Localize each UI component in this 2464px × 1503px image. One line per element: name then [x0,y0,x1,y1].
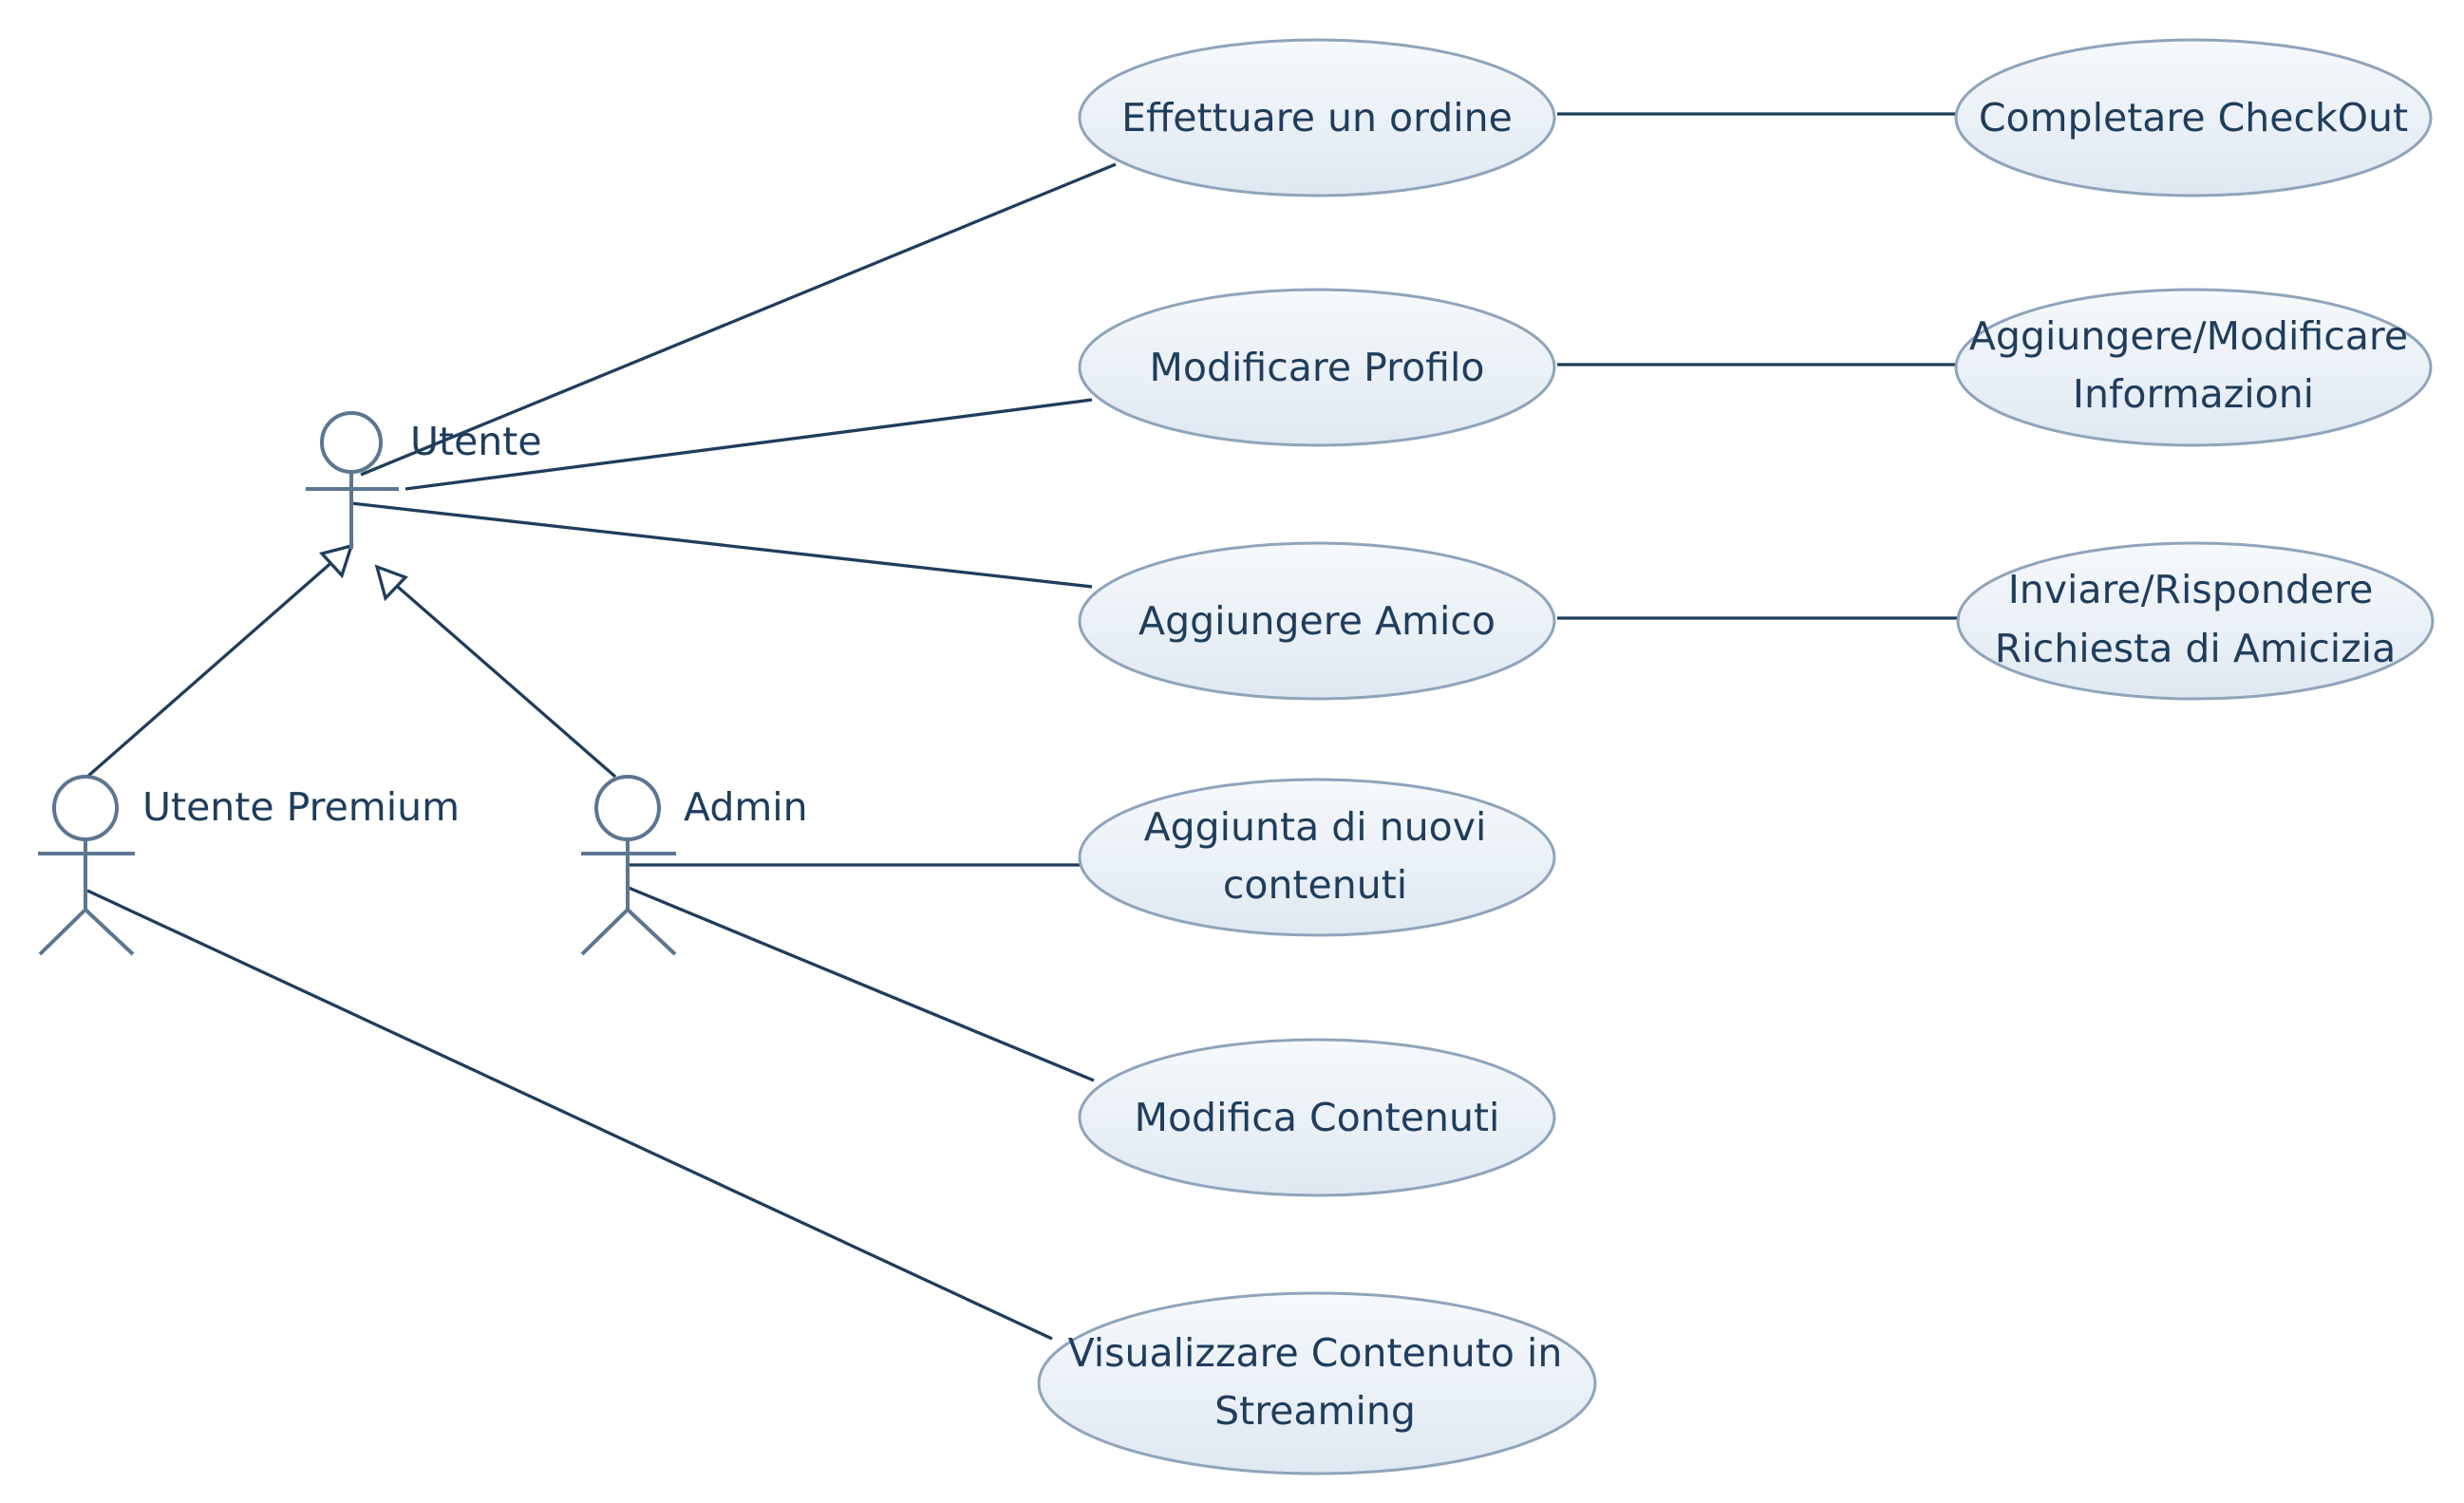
usecase-label: contenuti [1223,862,1407,908]
actor-label: Utente Premium [142,784,460,830]
usecase-label: Visualizzare Contenuto in [1068,1330,1563,1376]
usecase-aggiunta-contenuti[interactable]: Aggiunta di nuovi contenuti [1078,778,1556,937]
usecase-label: Aggiunta di nuovi [1144,804,1487,850]
associations [86,112,1959,1341]
association-admin-modifica [628,886,1095,1082]
usecase-aggiungere-amico[interactable]: Aggiungere Amico [1078,541,1556,701]
association-utente-ordine [360,162,1117,477]
generalizations [85,543,617,779]
actor-label: Utente [410,419,542,464]
actor-label: Admin [684,784,808,830]
usecase-label: Informazioni [2073,371,2314,417]
usecase-completare-checkout[interactable]: Completare CheckOut [1954,38,2433,197]
usecase-richiesta-amicizia[interactable]: Inviare/Rispondere Richiesta di Amicizia [1956,541,2435,701]
usecase-label: Aggiungere Amico [1138,598,1495,644]
usecase-effettuare-ordine[interactable]: Effettuare un ordine [1078,38,1556,197]
usecase-modifica-contenuti[interactable]: Modifica Contenuti [1078,1038,1556,1197]
usecase-visualizzare-streaming[interactable]: Visualizzare Contenuto in Streaming [1037,1291,1597,1475]
actor-utente-premium[interactable]: Utente Premium [38,775,460,956]
generalization-premium-utente [85,543,354,779]
usecase-modificare-profilo[interactable]: Modificare Profilo [1078,288,1556,447]
usecase-aggiungere-informazioni[interactable]: Aggiungere/Modificare Informazioni [1954,288,2433,447]
usecase-label: Streaming [1214,1388,1416,1434]
actor-admin[interactable]: Admin [580,775,808,956]
usecase-label: Modificare Profilo [1150,345,1485,390]
usecase-label: Richiesta di Amicizia [1995,626,2396,671]
association-utente-profilo [404,398,1093,491]
stick-figure-icon [580,775,677,956]
usecase-label: Completare CheckOut [1979,95,2408,141]
usecase-label: Modifica Contenuti [1135,1095,1500,1140]
actor-utente[interactable]: Utente [306,411,542,549]
generalization-admin-utente [374,564,617,779]
usecase-label: Aggiungere/Modificare [1969,313,2408,359]
association-premium-streaming [86,889,1053,1341]
association-utente-amico [350,501,1093,589]
stick-figure-icon [38,775,135,956]
usecase-label: Effettuare un ordine [1121,95,1513,141]
usecase-label: Inviare/Rispondere [2008,567,2374,612]
stick-figure-icon [306,411,399,549]
